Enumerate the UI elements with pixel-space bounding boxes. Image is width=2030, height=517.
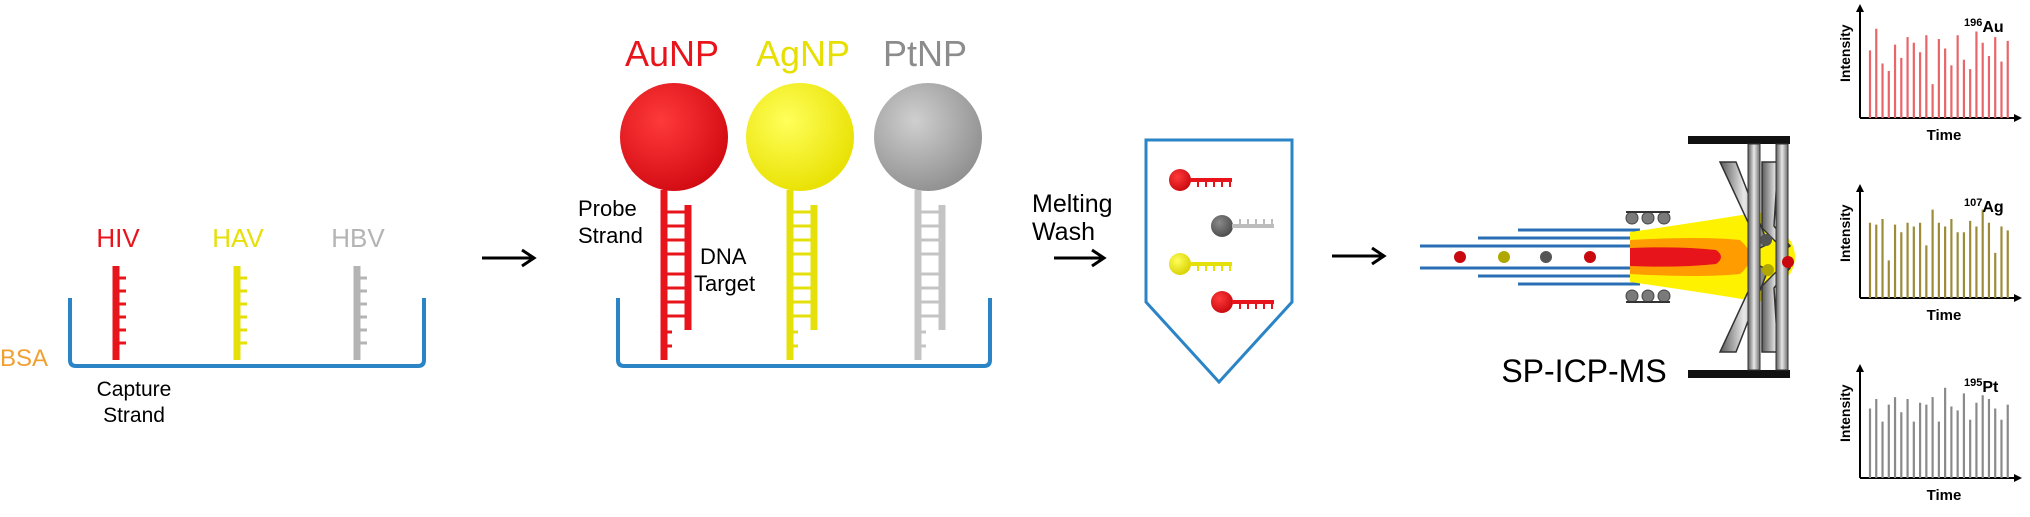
x-axis-label: Time (1927, 487, 1962, 504)
panel-eluate (1144, 138, 1294, 385)
well-2 (616, 298, 992, 368)
y-axis-arrow-icon (1856, 184, 1864, 192)
ion-au (1454, 251, 1466, 263)
nanoparticle-label-ag: AgNP (756, 33, 850, 74)
plasma-torch (1420, 228, 1640, 286)
dna-target-label-1: DNA (700, 244, 747, 269)
icp-ms-instrument (1420, 136, 1795, 378)
x-axis-arrow-icon (2014, 114, 2022, 122)
y-axis-arrow-icon (1856, 364, 1864, 372)
capture-strand-label-2: Strand (103, 404, 165, 427)
probe-strand-label-2: Strand (578, 223, 643, 248)
isotope-label: 107Ag (1964, 197, 2004, 216)
panel-probes: AuNP AgNP PtNP (578, 33, 992, 368)
instrument-label: SP-ICP-MS (1501, 353, 1666, 389)
x-axis-label: Time (1927, 307, 1962, 324)
y-axis-label: Intensity (1837, 204, 1853, 262)
ion-pt (1540, 251, 1552, 263)
arrow-2 (1054, 248, 1107, 268)
released-au-probe (1169, 169, 1232, 191)
ion-au-2 (1584, 251, 1596, 263)
released-pt-probe (1211, 215, 1274, 237)
spectra-column: 196AuIntensityTime107AgIntensityTime195P… (1837, 4, 2022, 504)
target-label-hbv: HBV (331, 223, 385, 253)
target-label-hiv: HIV (96, 223, 140, 253)
x-axis-arrow-icon (2014, 294, 2022, 302)
y-axis-label: Intensity (1837, 384, 1853, 442)
released-ag-probe (1169, 253, 1232, 275)
probe-strand-label-1: Probe (578, 196, 637, 221)
y-axis-arrow-icon (1856, 4, 1864, 12)
probe-target-duplex-ag (786, 190, 818, 360)
nanoparticle-label-au: AuNP (625, 33, 719, 74)
probe-target-duplex-au (660, 190, 692, 360)
ion-ag (1498, 251, 1510, 263)
x-axis-label: Time (1927, 127, 1962, 144)
melting-label: Melting (1032, 190, 1113, 218)
bsa-label: BSA (0, 345, 48, 372)
dna-target-label-2: Target (694, 271, 755, 296)
capture-strand-hav (233, 266, 247, 360)
probe-target-duplex-pt (914, 190, 946, 360)
capture-strand-hbv (353, 266, 367, 360)
isotope-label: 195Pt (1964, 377, 1999, 396)
isotope-label: 196Au (1964, 17, 2004, 36)
x-axis-arrow-icon (2014, 474, 2022, 482)
arrow-1 (482, 248, 537, 268)
rf-coil-icon (1625, 211, 1671, 303)
mass-analyzer-housing (1688, 136, 1790, 378)
panel-capture: BSA HIV HAV HBV (0, 223, 426, 427)
nanoparticle-label-pt: PtNP (883, 33, 967, 74)
released-au-probe-2 (1211, 291, 1274, 313)
arrow-3 (1332, 246, 1387, 266)
platinum-nanoparticle (874, 83, 982, 191)
well-1 (68, 298, 426, 368)
capture-strand-label-1: Capture (97, 378, 172, 401)
silver-nanoparticle (746, 83, 854, 191)
gold-nanoparticle (620, 83, 728, 191)
capture-strand-hiv (112, 266, 126, 360)
y-axis-label: Intensity (1837, 24, 1853, 82)
wash-label: Wash (1032, 218, 1095, 246)
target-label-hav: HAV (212, 223, 264, 253)
sample-tube (1144, 138, 1294, 385)
